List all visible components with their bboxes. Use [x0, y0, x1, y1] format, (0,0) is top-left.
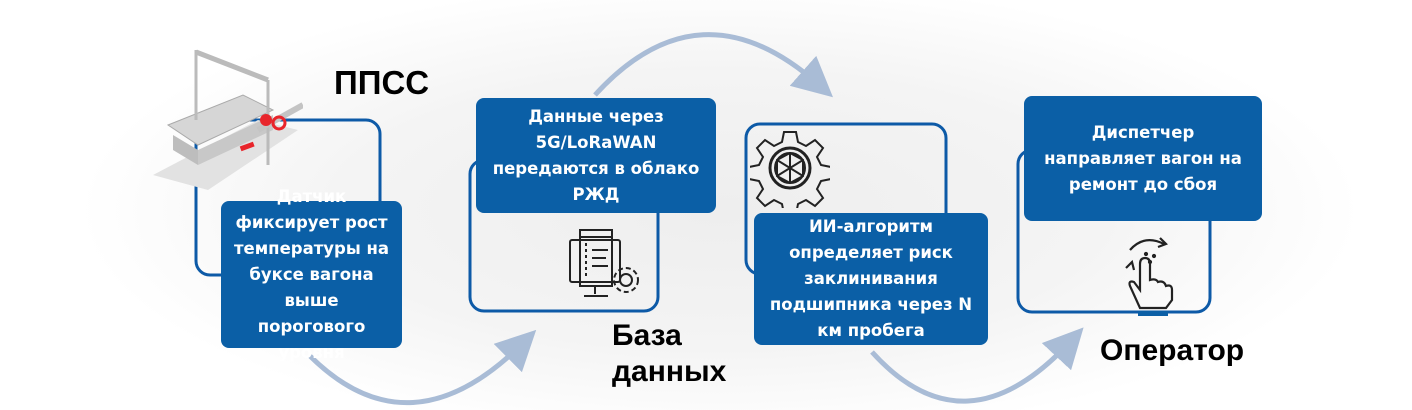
- railcar-sensor-icon: [153, 49, 303, 190]
- stage-2-title: База данных: [612, 319, 727, 388]
- stage-2-box: Данные через 5G/LoRaWAN передаются в обл…: [476, 98, 716, 213]
- stage-1-text: Датчик фиксирует рост температуры на бук…: [233, 186, 390, 362]
- stage-4-box: Диспетчер направляет вагон на ремонт до …: [1024, 96, 1262, 221]
- arrow-2-to-3: [593, 32, 834, 98]
- stage-3-box: ИИ-алгоритм определяет риск заклинивания…: [754, 213, 988, 345]
- arrow-3-to-4: [870, 327, 1084, 404]
- stage-4-title: Оператор: [1100, 334, 1245, 367]
- database-monitor-gear-icon: [569, 229, 639, 297]
- ai-gear-icon: [750, 131, 830, 208]
- hand-touch-icon: [1125, 237, 1174, 316]
- stage-4-text: Диспетчер направляет вагон на ремонт до …: [1044, 122, 1242, 194]
- stage-1-title: ППСС: [334, 64, 430, 101]
- stage-3-text: ИИ-алгоритм определяет риск заклинивания…: [769, 217, 973, 340]
- arrow-1-to-2: [308, 329, 537, 406]
- stage-2-text: Данные через 5G/LoRaWAN передаются в обл…: [492, 106, 700, 204]
- stage-1-box: Датчик фиксирует рост температуры на бук…: [221, 187, 402, 362]
